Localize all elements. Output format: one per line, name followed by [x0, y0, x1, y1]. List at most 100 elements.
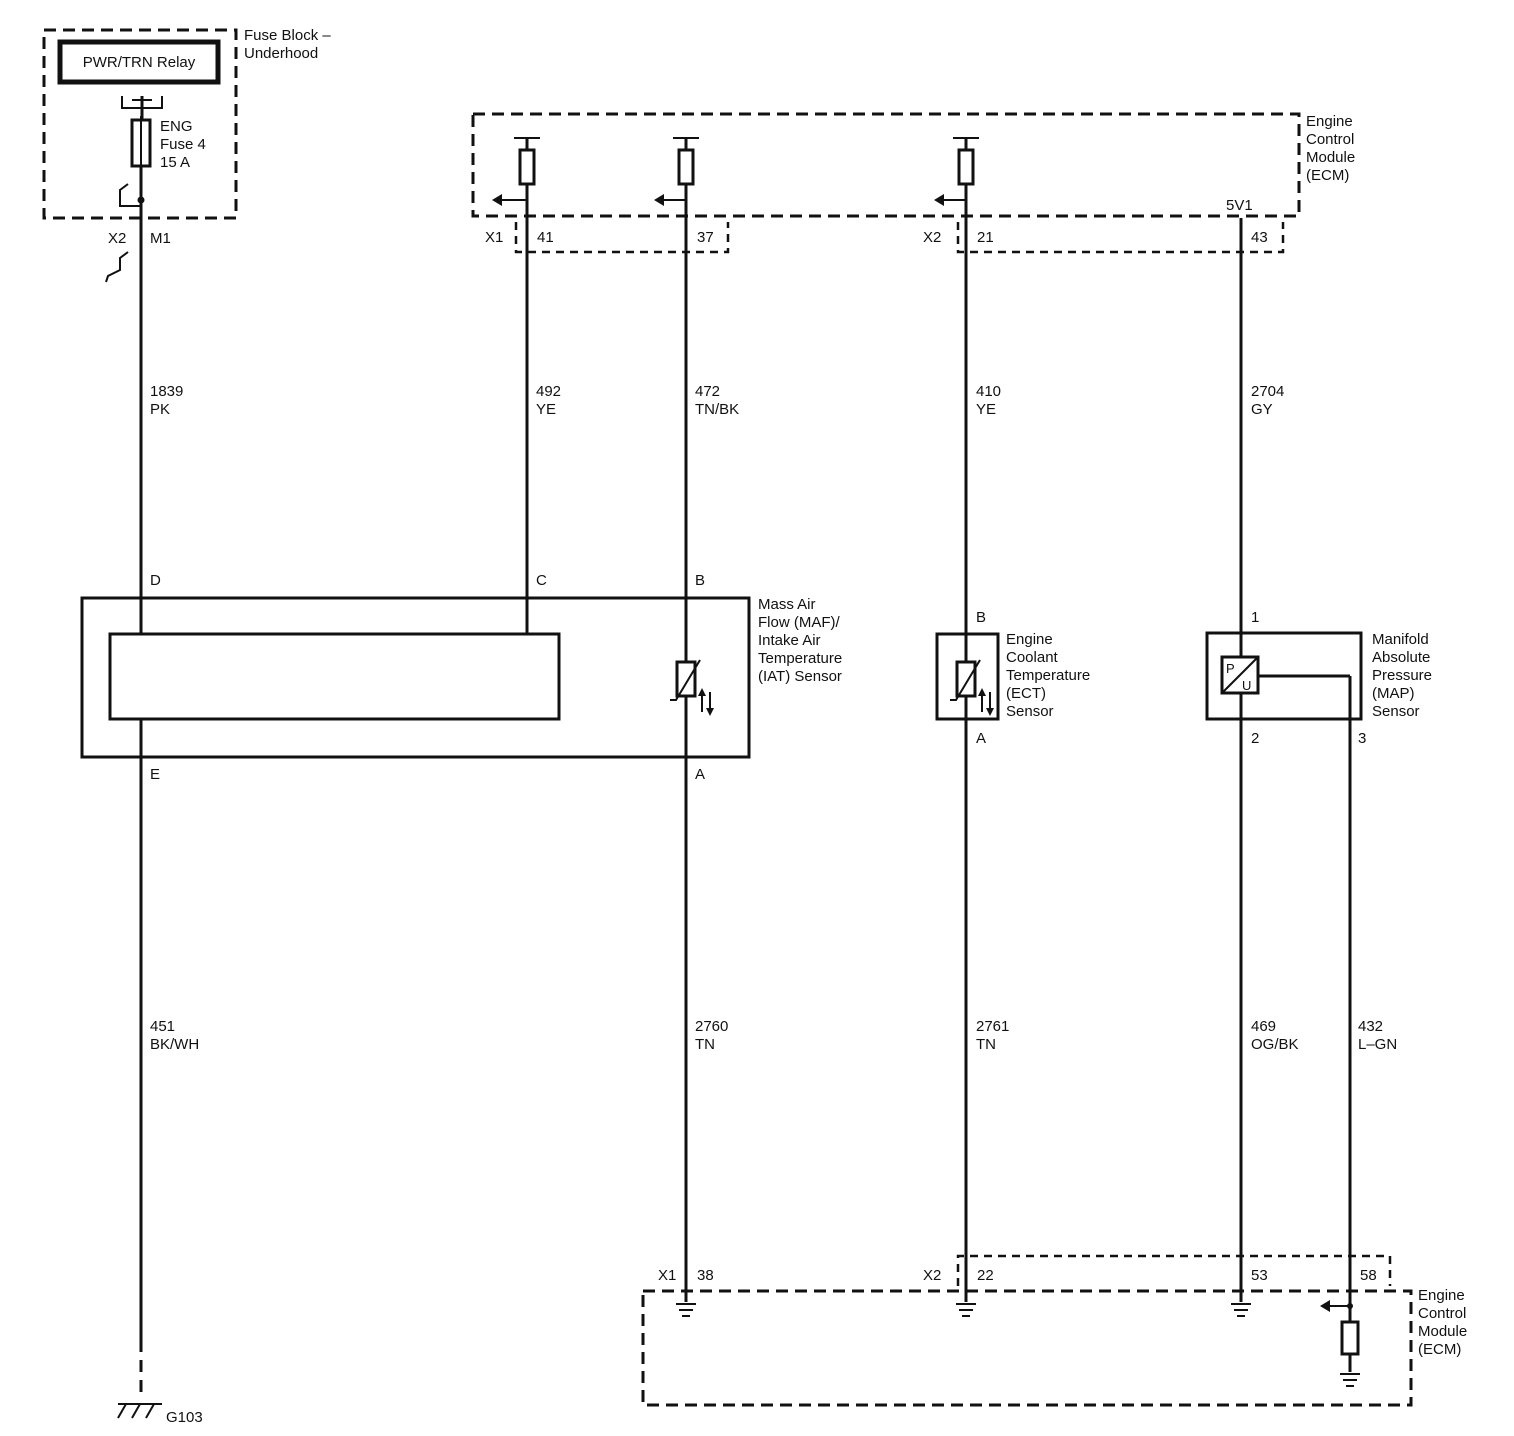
ecm-top-label-2: Control [1306, 131, 1354, 148]
wire-2760-color: TN [695, 1036, 715, 1053]
map-pin-2: 2 [1251, 730, 1259, 747]
wire-410-color: YE [976, 401, 996, 418]
ect-label-3: Temperature [1006, 667, 1090, 684]
ecm-top-connector-x1 [514, 222, 730, 254]
ecm-bottom-outline [641, 1289, 1413, 1407]
ecm-top-label-3: Module [1306, 149, 1355, 166]
ecm-bottom-pin-58: 58 [1360, 1267, 1377, 1284]
maf-iat-sensor: D C B E A Mass Air Flow (MAF)/ Intake Ai… [80, 572, 842, 783]
maf-label-2: Flow (MAF)/ [758, 614, 840, 631]
maf-pin-d: D [150, 572, 161, 589]
map-pin-3: 3 [1358, 730, 1366, 747]
wire-410-circuit: 410 [976, 383, 1001, 400]
ecm-top-connector-x2 [956, 222, 1285, 254]
map-symbol-u: U [1242, 678, 1251, 693]
maf-label-3: Intake Air [758, 632, 821, 649]
wire-1839-color: PK [150, 401, 170, 418]
ect-sensor: B A Engine Coolant Temperature (ECT) Sen… [935, 609, 1090, 747]
ect-label-1: Engine [1006, 631, 1053, 648]
maf-label-4: Temperature [758, 650, 842, 667]
maf-sensor-outline [80, 596, 751, 759]
wire-labels-upper: 1839 PK 492 YE 472 TN/BK 410 YE 2704 GY [150, 383, 1284, 418]
pulldown-resistor-icon [1320, 1300, 1360, 1387]
wire-labels-lower: 451 BK/WH 2760 TN 2761 TN 469 OG/BK 432 … [150, 1018, 1397, 1053]
ecm-top-pin-41: 41 [537, 229, 554, 246]
ecm-top-label-1: Engine [1306, 113, 1353, 130]
ect-label-2: Coolant [1006, 649, 1059, 666]
pwr-trn-relay-box [57, 39, 221, 85]
pwr-trn-relay-label: PWR/TRN Relay [83, 54, 196, 71]
ecm-bottom-conn-x2-label: X2 [923, 1267, 941, 1284]
wire-1839-circuit: 1839 [150, 383, 183, 400]
map-label-4: (MAP) [1372, 685, 1415, 702]
map-label-2: Absolute [1372, 649, 1430, 666]
wire-432 [1257, 674, 1352, 1318]
ecm-top-conn-x2-label: X2 [923, 229, 941, 246]
pressure-transducer-icon: P U [1220, 655, 1260, 695]
map-symbol-p: P [1226, 661, 1235, 676]
fuse-block-title-1: Fuse Block – [244, 27, 331, 44]
maf-pin-e: E [150, 766, 160, 783]
pullup-resistor-icon [654, 137, 699, 206]
maf-element-box [108, 632, 561, 721]
connector-bracket-icon [119, 183, 141, 207]
ect-label-5: Sensor [1006, 703, 1054, 720]
ecm-top-outline [471, 112, 1301, 218]
fuse-label-2: Fuse 4 [160, 136, 206, 153]
ecm-bottom-pin-38: 38 [697, 1267, 714, 1284]
ecm-top-conn-x1-label: X1 [485, 229, 503, 246]
wire-2704-circuit: 2704 [1251, 383, 1284, 400]
wire-2704-color: GY [1251, 401, 1273, 418]
map-sensor: P U 1 2 3 Manifold Absolute Pressure (MA… [1205, 609, 1432, 747]
splice-dot [137, 196, 145, 204]
maf-label-1: Mass Air [758, 596, 816, 613]
map-label-3: Pressure [1372, 667, 1432, 684]
thermistor-icon [670, 659, 714, 716]
ecm-top-pin-37: 37 [697, 229, 714, 246]
ground-label-g103: G103 [166, 1409, 203, 1426]
fuse-label-3: 15 A [160, 154, 190, 171]
ect-pin-b: B [976, 609, 986, 626]
ground-icon [956, 1303, 976, 1317]
map-pin-1: 1 [1251, 609, 1259, 626]
wire-472-circuit: 472 [695, 383, 720, 400]
ecm-bottom: X1 38 X2 22 53 58 Engine Control Module … [641, 1254, 1467, 1407]
connector-bracket-icon [105, 251, 129, 283]
maf-pin-c: C [536, 572, 547, 589]
wire-451-circuit: 451 [150, 1018, 175, 1035]
ect-label-4: (ECT) [1006, 685, 1046, 702]
wire-469-color: OG/BK [1251, 1036, 1299, 1053]
ecm-bottom-conn-x1-label: X1 [658, 1267, 676, 1284]
map-label-5: Sensor [1372, 703, 1420, 720]
ground-icon [676, 1303, 696, 1317]
wire-492-circuit: 492 [536, 383, 561, 400]
wire-2761-color: TN [976, 1036, 996, 1053]
pullup-resistor-icon [492, 137, 540, 206]
ecm-top-ref-5v1: 5V1 [1226, 197, 1253, 214]
wire-472-color: TN/BK [695, 401, 739, 418]
wire-2761-circuit: 2761 [976, 1018, 1009, 1035]
ecm-top-pin-21: 21 [977, 229, 994, 246]
ecm-top: Engine Control Module (ECM) 5V1 X1 X2 41… [471, 112, 1355, 254]
maf-pin-a: A [695, 766, 705, 783]
fuse-block-title-2: Underhood [244, 45, 318, 62]
ecm-bottom-label-2: Control [1418, 1305, 1466, 1322]
maf-pin-b: B [695, 572, 705, 589]
ground-icon [1231, 1303, 1251, 1317]
wire-432-color: L–GN [1358, 1036, 1397, 1053]
fuse-connector-x2: X2 [108, 230, 126, 247]
wires [139, 200, 1352, 1392]
pullup-resistor-icon [934, 137, 979, 206]
ecm-bottom-pin-53: 53 [1251, 1267, 1268, 1284]
maf-label-5: (IAT) Sensor [758, 668, 842, 685]
thermistor-icon [950, 659, 994, 716]
wire-469-circuit: 469 [1251, 1018, 1276, 1035]
fuse-block-underhood: Fuse Block – Underhood PWR/TRN Relay ENG… [42, 27, 331, 283]
map-label-1: Manifold [1372, 631, 1429, 648]
ecm-bottom-label-4: (ECM) [1418, 1341, 1461, 1358]
wire-2760-circuit: 2760 [695, 1018, 728, 1035]
chassis-ground-g103: G103 [117, 1403, 203, 1426]
fuse-pin-m1: M1 [150, 230, 171, 247]
ect-pin-a: A [976, 730, 986, 747]
